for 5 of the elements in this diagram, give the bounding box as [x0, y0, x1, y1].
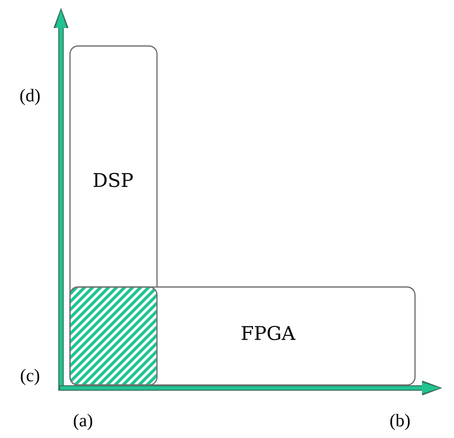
axis-label: (c) — [20, 368, 40, 386]
axis-label: (b) — [390, 414, 410, 430]
axis-label: (d) — [20, 88, 40, 106]
axis-label: (a) — [74, 414, 92, 430]
hatched-overlap-box — [69, 286, 158, 386]
